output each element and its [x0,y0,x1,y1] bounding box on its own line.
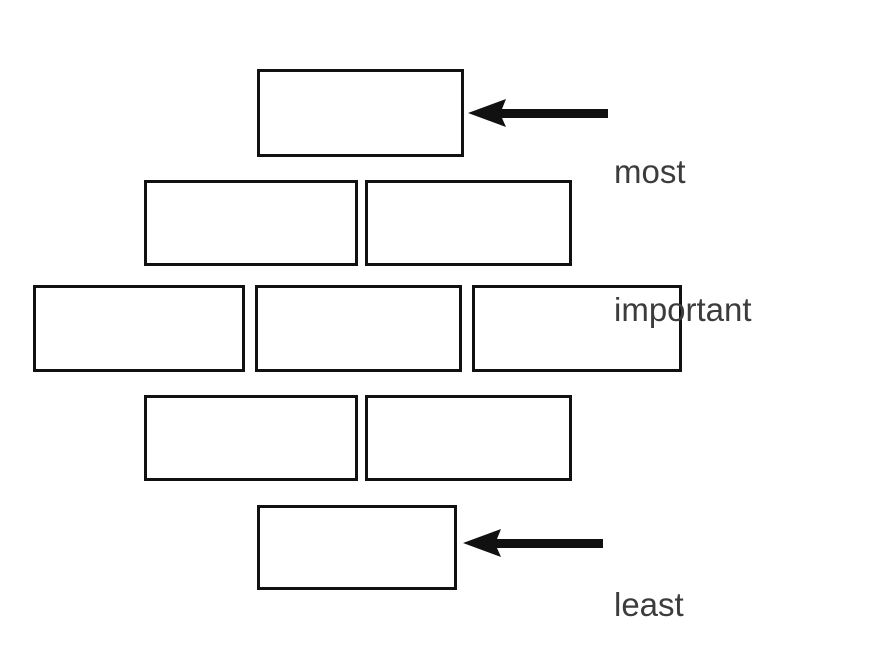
label-most-important: most important [614,57,752,425]
pyramid-box[interactable] [257,505,457,590]
label-line-1: most [614,153,686,190]
pyramid-box[interactable] [255,285,462,372]
pyramid-box[interactable] [144,180,358,266]
pyramid-box[interactable] [144,395,358,481]
arrow-left-icon-bottom [463,529,603,557]
label-least-important: least important [614,490,752,666]
pyramid-box[interactable] [472,285,682,372]
pyramid-box[interactable] [365,395,572,481]
label-line-2: important [614,291,752,328]
pyramid-box[interactable] [33,285,245,372]
arrow-left-icon-top [468,99,608,127]
pyramid-box[interactable] [257,69,464,157]
label-line-1: least [614,586,684,623]
pyramid-box[interactable] [365,180,572,266]
